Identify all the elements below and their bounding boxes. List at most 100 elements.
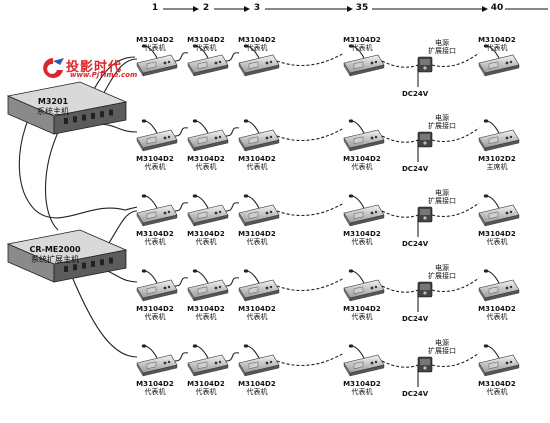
delegate-unit: [478, 343, 520, 377]
extension-cable: [381, 135, 419, 143]
extension-cable: [431, 352, 480, 368]
extension-cable: [431, 277, 480, 293]
unit-role: 代表机: [486, 388, 508, 396]
unit-role: 代表机: [195, 163, 217, 171]
unit-model: M3102D2: [478, 155, 516, 163]
pjtime-logo-icon: [43, 58, 64, 78]
unit-role: 代表机: [195, 388, 217, 396]
extension-cable: [431, 127, 480, 143]
unit-role: 代表机: [351, 163, 373, 171]
extension-cable: [431, 52, 480, 68]
unit-model: M3104D2: [136, 155, 174, 163]
main-host-rack: [6, 81, 128, 135]
extension-cable: [381, 360, 419, 368]
unit-role: 代表机: [351, 44, 373, 52]
logo-title: 投影时代: [66, 60, 123, 75]
daisy-chain-cable: [174, 52, 189, 62]
power-extension-text: 电源: [435, 264, 449, 272]
unit-role: 主席机: [486, 163, 508, 171]
power-extension-text: 电源: [435, 339, 449, 347]
extension-cable: [276, 277, 345, 291]
delegate-unit: [343, 343, 385, 377]
daisy-chain-cable: [174, 352, 189, 362]
rack-port: [64, 118, 68, 124]
delegate-unit: [343, 118, 385, 152]
unit-model: M3104D2: [187, 230, 225, 238]
unit-role: 代表机: [246, 163, 268, 171]
delegate-unit: [478, 268, 520, 302]
power-extension-label: 电源扩展接口: [428, 114, 456, 130]
delegate-unit: [187, 118, 229, 152]
main-host-label: M3201 系统主机: [37, 97, 69, 117]
power-extension-text: 电源: [435, 189, 449, 197]
daisy-chain-cable: [174, 277, 189, 287]
unit-role: 代表机: [144, 163, 166, 171]
power-supply-units: [417, 56, 433, 373]
unit-model: M3104D2: [136, 305, 174, 313]
extension-cable: [276, 52, 345, 66]
trunk-cable: [69, 271, 138, 358]
delegate-unit: [136, 268, 178, 302]
unit-role: 代表机: [486, 238, 508, 246]
unit-model: M3104D2: [478, 305, 516, 313]
rack-port: [100, 111, 104, 118]
unit-role: 代表机: [144, 238, 166, 246]
logo: 投影时代 www.PjTime.com: [40, 56, 160, 82]
daisy-chain-cable: [225, 127, 240, 137]
delegate-unit: [478, 193, 520, 227]
power-extension-label: 电源扩展接口: [428, 264, 456, 280]
rack-port: [100, 259, 104, 266]
delegate-unit: [238, 193, 280, 227]
daisy-chain-cable: [174, 202, 189, 212]
position-number: 35: [355, 3, 369, 13]
ext-host-rack: [6, 229, 128, 283]
unit-model: M3104D2: [238, 36, 276, 44]
power-extension-text: 扩展接口: [428, 197, 456, 205]
ext-host-name: 系统扩展主机: [30, 255, 79, 264]
unit-model: M3104D2: [238, 155, 276, 163]
dc-voltage-label: DC24V: [402, 390, 429, 398]
delegate-unit: [238, 343, 280, 377]
delegate-unit: [238, 268, 280, 302]
unit-model: M3104D2: [343, 380, 381, 388]
unit-role: 代表机: [486, 313, 508, 321]
power-extension-box: [417, 206, 433, 223]
power-extension-text: 电源: [435, 114, 449, 122]
unit-model: M3104D2: [187, 36, 225, 44]
unit-role: 代表机: [246, 44, 268, 52]
rack-port: [64, 266, 68, 272]
power-extension-label: 电源扩展接口: [428, 39, 456, 55]
unit-model: M3104D2: [136, 380, 174, 388]
unit-role: 代表机: [144, 44, 166, 52]
unit-model: M3104D2: [187, 380, 225, 388]
dc-voltage-label: DC24V: [402, 240, 429, 248]
ext-host-label: CR-ME2000 系统扩展主机: [29, 245, 80, 265]
unit-role: 代表机: [351, 313, 373, 321]
position-number: 3: [253, 3, 261, 13]
rack-port: [73, 116, 77, 123]
dc-voltage-label: DC24V: [402, 315, 429, 323]
unit-role: 代表机: [246, 238, 268, 246]
delegate-unit: [187, 343, 229, 377]
delegate-unit: [187, 268, 229, 302]
unit-model: M3104D2: [187, 305, 225, 313]
unit-model: M3104D2: [136, 36, 174, 44]
position-number: 1: [151, 3, 159, 13]
unit-role: 代表机: [246, 313, 268, 321]
power-extension-box: [417, 56, 433, 73]
